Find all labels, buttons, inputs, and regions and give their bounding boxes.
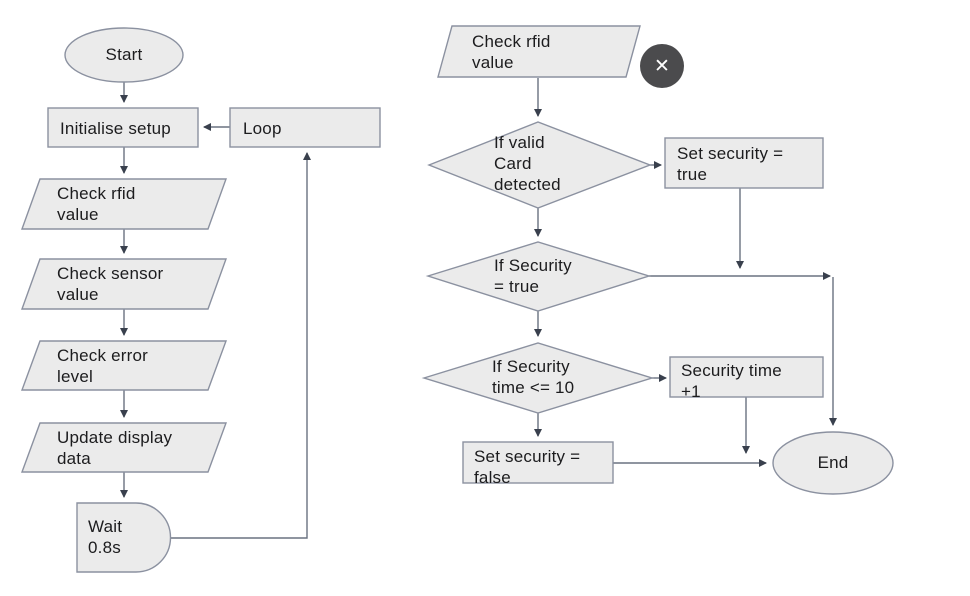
decision-if-valid-card [427, 121, 652, 209]
io-check-rfid-value [21, 178, 227, 230]
edge-wait-to-loop [170, 152, 311, 539]
label-set-security-false: Set security = false [474, 447, 581, 487]
label-if-security-time: If Security time <= 10 [492, 357, 575, 397]
io-check-rfid-value-2 [437, 25, 641, 78]
decision-if-security-time [421, 342, 655, 414]
process-set-security-true [664, 137, 824, 189]
close-button[interactable]: ✕ [640, 44, 684, 88]
process-security-time-inc [669, 356, 824, 398]
label-if-security-true: If Security = true [494, 256, 572, 296]
terminator-start [64, 27, 184, 83]
label-initialise-setup: Initialise setup [60, 119, 171, 138]
label-end: End [817, 453, 849, 472]
label-check-rfid-2: Check rfid value [472, 32, 551, 72]
decision-if-security-true [425, 241, 652, 312]
label-loop: Loop [243, 119, 282, 138]
label-security-time-inc: Security time +1 [681, 361, 782, 401]
label-start: Start [105, 45, 143, 64]
terminator-end [772, 431, 894, 495]
process-set-security-false [462, 441, 614, 484]
label-update-display: Update display data [57, 428, 173, 468]
label-check-sensor: Check sensor value [57, 264, 164, 304]
close-icon: ✕ [654, 55, 670, 77]
label-if-valid-card: If valid Card detected [494, 133, 561, 194]
io-check-error-level [20, 340, 228, 391]
process-initialise-setup [47, 107, 199, 148]
label-check-error: Check error level [57, 346, 149, 386]
delay-wait [76, 502, 172, 573]
io-check-sensor-value [21, 258, 227, 310]
process-loop [229, 107, 381, 148]
io-update-display-data [20, 422, 228, 473]
label-wait: Wait 0.8s [88, 517, 123, 557]
label-set-security-true: Set security = true [677, 144, 784, 184]
label-check-rfid: Check rfid value [57, 184, 136, 224]
